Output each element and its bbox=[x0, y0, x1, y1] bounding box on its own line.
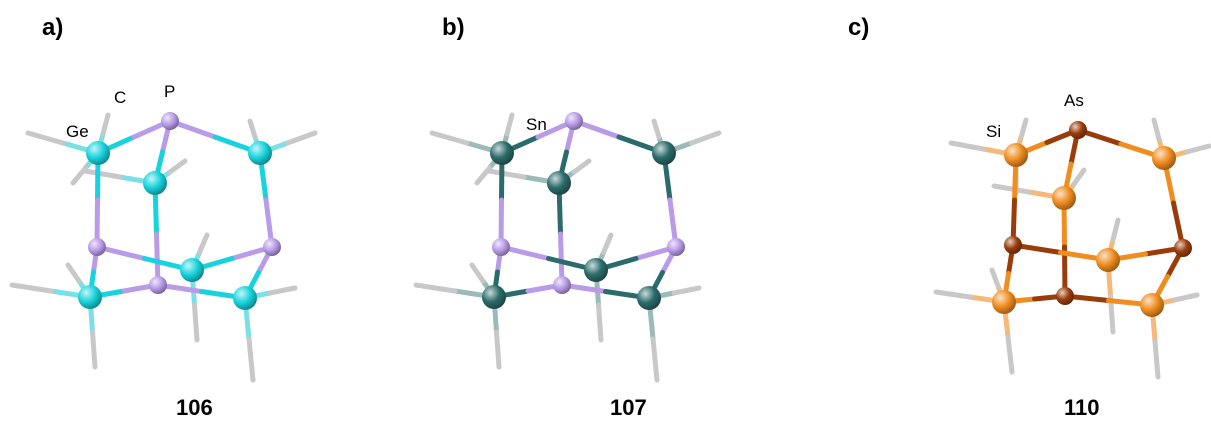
hydrogen-bond bbox=[989, 267, 1001, 289]
hydrogen-bond bbox=[650, 336, 660, 383]
framework-atom bbox=[78, 285, 102, 309]
hydrogen-bond bbox=[1005, 334, 1015, 375]
panel-c: c) Si As 110 bbox=[808, 0, 1211, 427]
bridge-atom bbox=[161, 112, 179, 130]
hydrogen-bond bbox=[9, 282, 54, 294]
molecule-structure-110: Si As bbox=[933, 91, 1211, 380]
hydrogen-bond bbox=[689, 130, 722, 146]
hydrogen-bond bbox=[1071, 167, 1087, 187]
panel-label: a) bbox=[42, 14, 64, 41]
bridge-atom bbox=[88, 238, 106, 256]
hydrogen-bond bbox=[82, 168, 123, 180]
framework-atom bbox=[1004, 143, 1028, 167]
hydrogen-bond bbox=[948, 140, 986, 152]
atom-label-as: As bbox=[1064, 91, 1084, 110]
hydrogen-bond bbox=[413, 282, 458, 294]
hydrogen-bond bbox=[285, 130, 318, 146]
hydrogen-bond bbox=[1151, 117, 1162, 142]
hydrogen-bond bbox=[601, 232, 614, 255]
hydrogen-bond bbox=[1152, 338, 1161, 380]
compound-number: 110 bbox=[1064, 395, 1100, 420]
hydrogen-bond bbox=[90, 329, 98, 370]
bridge-atom bbox=[263, 238, 281, 256]
framework-atom bbox=[1152, 146, 1176, 170]
hydrogen-bond bbox=[651, 118, 662, 140]
framework-atom bbox=[547, 171, 571, 195]
framework-atom bbox=[248, 141, 272, 165]
framework-atom bbox=[584, 258, 608, 282]
hydrogen-bond bbox=[25, 130, 66, 146]
framework-atom bbox=[1140, 293, 1164, 317]
bridge-atom bbox=[1174, 239, 1192, 257]
framework-atom bbox=[233, 286, 257, 310]
framework-atom bbox=[482, 285, 506, 309]
atom-label-sn: Sn bbox=[526, 115, 547, 134]
framework-atom bbox=[992, 290, 1016, 314]
hydrogen-bond bbox=[1184, 143, 1211, 155]
panel-label: c) bbox=[848, 14, 870, 41]
bridge-atom bbox=[565, 112, 583, 130]
hydrogen-bond bbox=[192, 302, 200, 343]
hydrogen-bond bbox=[494, 329, 502, 370]
framework-atom bbox=[143, 171, 167, 195]
atom-label-ge: Ge bbox=[66, 122, 89, 141]
framework-atom bbox=[180, 258, 204, 282]
atom-label-p: P bbox=[164, 82, 175, 101]
hydrogen-bond bbox=[197, 232, 210, 255]
panel-b: b) Sn 107 bbox=[404, 0, 808, 427]
panel-label: b) bbox=[442, 14, 465, 41]
bridge-atom bbox=[553, 276, 571, 294]
hydrogen-bond bbox=[167, 158, 188, 175]
atom-label-c: C bbox=[114, 88, 126, 107]
framework-atom bbox=[86, 141, 110, 165]
hydrogen-bond bbox=[429, 130, 470, 146]
atom-label-si: Si bbox=[986, 122, 1001, 141]
hydrogen-bond bbox=[469, 262, 486, 284]
hydrogen-bond bbox=[933, 289, 973, 300]
hydrogen-bond bbox=[486, 168, 527, 180]
panel-a: a) Ge C P 106 bbox=[0, 0, 404, 427]
framework-atom bbox=[490, 141, 514, 165]
hydrogen-bond bbox=[1172, 292, 1200, 303]
hydrogen-bond bbox=[571, 158, 592, 175]
bridge-atom bbox=[667, 238, 685, 256]
hydrogen-bond bbox=[596, 302, 604, 343]
bridge-atom bbox=[1056, 287, 1074, 305]
hydrogen-bond bbox=[267, 285, 298, 296]
hydrogen-bond bbox=[100, 112, 111, 137]
hydrogen-bond bbox=[65, 262, 82, 284]
hydrogen-bond bbox=[246, 336, 256, 383]
framework-atom bbox=[1052, 186, 1076, 210]
hydrogen-bond bbox=[247, 118, 258, 140]
hydrogen-bond bbox=[671, 285, 702, 296]
bridge-atom bbox=[1069, 121, 1087, 139]
bridge-atom bbox=[492, 238, 510, 256]
bridge-atom bbox=[1004, 236, 1022, 254]
molecule-structure-106: Ge C P bbox=[9, 82, 318, 383]
hydrogen-bond bbox=[504, 112, 515, 137]
hydrogen-bond bbox=[1018, 117, 1029, 140]
framework-atom bbox=[652, 141, 676, 165]
hydrogen-bond bbox=[991, 183, 1032, 195]
compound-number: 107 bbox=[610, 395, 647, 420]
framework-atom bbox=[637, 286, 661, 310]
compound-number: 106 bbox=[176, 395, 213, 420]
hydrogen-bond bbox=[1110, 217, 1121, 243]
framework-atom bbox=[1096, 248, 1120, 272]
bridge-atom bbox=[149, 276, 167, 294]
molecule-structure-107: Sn bbox=[413, 112, 722, 383]
